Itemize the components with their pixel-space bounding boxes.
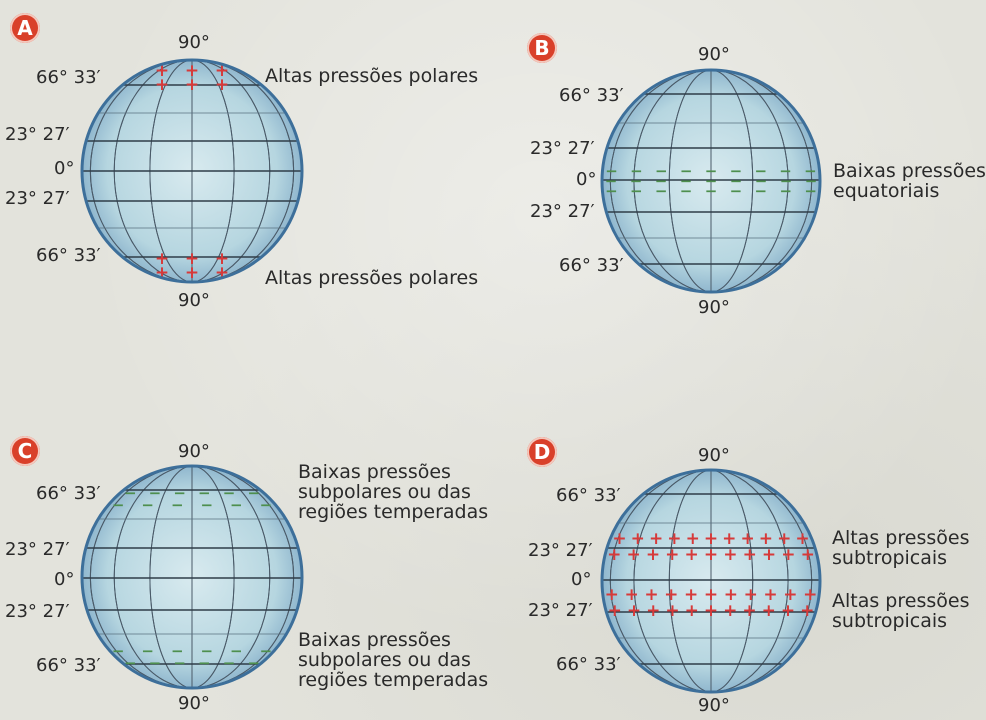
high-pressure-sign: + [215, 75, 229, 95]
panel-a-label-s23: 23° 27′ [5, 189, 70, 209]
panel-c-description-south-line-2: subpolares ou das [298, 650, 488, 670]
panel-c-description-north-line-3: regiões temperadas [298, 502, 488, 522]
high-pressure-sign: + [646, 601, 660, 621]
panel-b-label-eq: 0° [576, 170, 596, 190]
low-pressure-sign: − [149, 654, 162, 672]
panel-c-description-north: Baixas pressões subpolares ou das regiõe… [298, 462, 488, 522]
panel-c-label-top: 90° [178, 442, 210, 462]
panel-d-label-bottom: 90° [698, 696, 730, 716]
low-pressure-sign: − [705, 182, 718, 200]
panel-c-description-north-line-2: subpolares ou das [298, 482, 488, 502]
panel-a-description-north: Altas pressões polares [265, 66, 478, 86]
high-pressure-sign: + [704, 601, 718, 621]
high-pressure-sign: + [627, 601, 641, 621]
high-pressure-sign: + [665, 601, 679, 621]
panel-b-label-s23: 23° 27′ [530, 202, 595, 222]
panel-b-label-s66: 66° 33′ [559, 256, 624, 276]
panel-c-label-eq: 0° [54, 570, 74, 590]
panel-a-label-bottom: 90° [178, 291, 210, 311]
high-pressure-sign: + [704, 545, 718, 565]
low-pressure-sign: − [804, 182, 817, 200]
high-pressure-sign: + [685, 545, 699, 565]
low-pressure-sign: − [730, 182, 743, 200]
panel-b-description: Baixas pressões equatoriais [833, 161, 986, 201]
panel-a-label-top: 90° [178, 33, 210, 53]
high-pressure-sign: + [665, 545, 679, 565]
panel-a-badge: A [10, 13, 40, 43]
panel-c-badge: C [10, 436, 40, 466]
panel-d-description-north-line-2: subtropicais [832, 548, 969, 568]
panel-b-badge: B [527, 33, 557, 63]
low-pressure-sign: − [755, 182, 768, 200]
panel-a-label-n23: 23° 27′ [5, 125, 70, 145]
high-pressure-sign: + [646, 545, 660, 565]
panel-c-description-south: Baixas pressões subpolares ou das regiõe… [298, 630, 488, 690]
panel-b-globe: −−−−−−−−−−−−−−−−−−−−−−−−−−− [600, 68, 822, 294]
panel-c-label-bottom: 90° [178, 694, 210, 714]
high-pressure-sign: + [762, 601, 776, 621]
panel-a-description-south-line: Altas pressões polares [265, 268, 478, 288]
panel-d-label-eq: 0° [571, 570, 591, 590]
panel-a-label-n66: 66° 33′ [36, 68, 101, 88]
panel-d-description-north: Altas pressões subtropicais [832, 528, 969, 568]
panel-c-description-south-line-3: regiões temperadas [298, 670, 488, 690]
panel-b-label-n66: 66° 33′ [559, 86, 624, 106]
low-pressure-sign: − [779, 182, 792, 200]
panel-c-label-n23: 23° 27′ [5, 540, 70, 560]
panel-b-description-line-1: Baixas pressões [833, 161, 986, 181]
panel-d-badge: D [527, 437, 557, 467]
panel-a-label-s66: 66° 33′ [36, 246, 101, 266]
high-pressure-sign: + [781, 545, 795, 565]
panel-c-label-n66: 66° 33′ [36, 484, 101, 504]
panel-d-description-south: Altas pressões subtropicais [832, 591, 969, 631]
panel-d-label-n23: 23° 27′ [528, 541, 593, 561]
low-pressure-sign: − [171, 496, 184, 514]
high-pressure-sign: + [723, 601, 737, 621]
low-pressure-sign: − [680, 182, 693, 200]
panel-a-label-eq: 0° [54, 159, 74, 179]
high-pressure-sign: + [762, 545, 776, 565]
panel-c-description-north-line-1: Baixas pressões [298, 462, 488, 482]
high-pressure-sign: + [723, 545, 737, 565]
low-pressure-sign: − [605, 182, 618, 200]
low-pressure-sign: − [630, 182, 643, 200]
panel-a-description-south: Altas pressões polares [265, 268, 478, 288]
panel-c-globe: −−−−−−−−−−−−−−−−−−−−−−−− [80, 464, 304, 690]
low-pressure-sign: − [198, 654, 211, 672]
high-pressure-sign: + [781, 601, 795, 621]
panel-c-label-s66: 66° 33′ [36, 656, 101, 676]
low-pressure-sign: − [230, 496, 243, 514]
panel-d-label-s66: 66° 33′ [556, 655, 621, 675]
panel-b-label-n23: 23° 27′ [530, 139, 595, 159]
low-pressure-sign: − [223, 654, 236, 672]
low-pressure-sign: − [173, 654, 186, 672]
panel-d-globe: ++++++++++++++++++++++++++++++++++++++++… [600, 468, 822, 694]
high-pressure-sign: + [626, 545, 640, 565]
panel-a-description-north-line: Altas pressões polares [265, 66, 478, 86]
panel-c-description-south-line-1: Baixas pressões [298, 630, 488, 650]
panel-b-description-line-2: equatoriais [833, 181, 986, 201]
low-pressure-sign: − [200, 496, 213, 514]
panel-d-label-n66: 66° 33′ [556, 486, 621, 506]
panel-d-description-south-line-1: Altas pressões [832, 591, 969, 611]
panel-b-label-top: 90° [698, 45, 730, 65]
panel-d-label-s23: 23° 27′ [528, 601, 593, 621]
low-pressure-sign: − [655, 182, 668, 200]
high-pressure-sign: + [607, 545, 621, 565]
high-pressure-sign: + [185, 75, 199, 95]
high-pressure-sign: + [743, 545, 757, 565]
low-pressure-sign: − [141, 496, 154, 514]
high-pressure-sign: + [742, 601, 756, 621]
panel-a-globe: ++++++++++++ [80, 58, 304, 284]
panel-d-description-north-line-1: Altas pressões [832, 528, 969, 548]
high-pressure-sign: + [685, 601, 699, 621]
panel-d-description-south-line-2: subtropicais [832, 611, 969, 631]
panel-d-label-top: 90° [698, 446, 730, 466]
high-pressure-sign: + [801, 545, 815, 565]
panel-b-label-bottom: 90° [698, 298, 730, 318]
high-pressure-sign: + [155, 75, 169, 95]
panel-c-label-s23: 23° 27′ [5, 602, 70, 622]
high-pressure-sign: + [185, 263, 199, 283]
